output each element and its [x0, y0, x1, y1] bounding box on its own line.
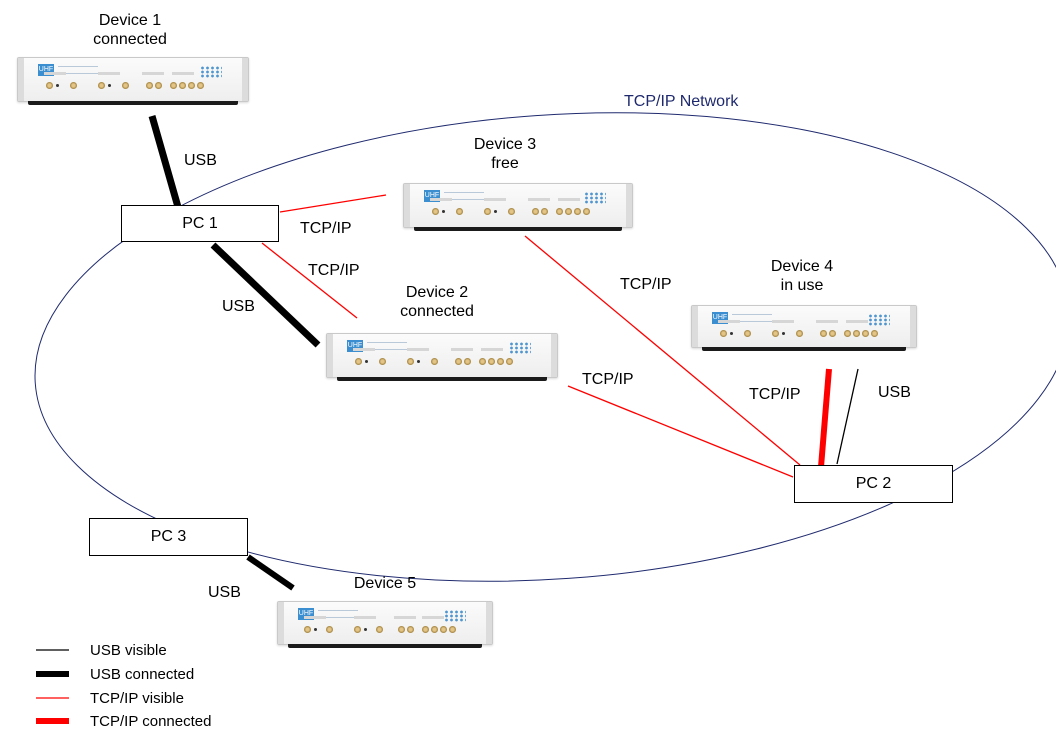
device-4-logo-icon: [868, 314, 890, 326]
device-3-instrument: UHF: [403, 183, 633, 231]
network-label: TCP/IP Network: [624, 93, 739, 110]
device-4-state: in use: [780, 277, 824, 294]
device-3-caption: Device 3 free: [455, 135, 555, 173]
device-1-state: connected: [93, 31, 167, 48]
link-pc3-device5-usb: [246, 554, 295, 591]
device-3-logo-icon: [584, 192, 606, 204]
link-device1-pc1-usb: [148, 115, 182, 208]
legend-label-tcpip-visible: TCP/IP visible: [90, 690, 184, 707]
device-5-name: Device 5: [353, 575, 417, 592]
device-2-name: Device 2: [405, 284, 469, 301]
device-4-name: Device 4: [770, 258, 834, 275]
device-2-state: connected: [400, 303, 474, 320]
device-2-logo-icon: [509, 342, 531, 354]
link-device2-pc2-tcpip: [567, 385, 794, 478]
link-label-device3-pc2: TCP/IP: [620, 276, 672, 293]
device-3-state: free: [491, 155, 519, 172]
device-4-instrument: UHF: [691, 305, 917, 351]
link-pc1-device2-tcpip: [261, 242, 358, 319]
device-5-caption: Device 5: [335, 574, 435, 593]
link-pc1-device2-usb: [210, 242, 321, 348]
device-2-caption: Device 2 connected: [377, 283, 497, 321]
link-label-device4-pc2-tcpip: TCP/IP: [749, 386, 801, 403]
link-device4-pc2-usb: [836, 368, 859, 465]
pc-3-label: PC 3: [150, 528, 187, 545]
link-label-device4-pc2-usb: USB: [878, 384, 911, 401]
link-label-device2-pc2: TCP/IP: [582, 371, 634, 388]
pc-2-box: PC 2: [794, 465, 953, 503]
device-1-instrument: UHF: [17, 57, 249, 105]
device-5-logo-icon: [444, 610, 466, 622]
link-pc1-device3-tcpip: [279, 194, 387, 213]
device-4-caption: Device 4 in use: [752, 257, 852, 295]
legend-label-usb-visible: USB visible: [90, 642, 167, 659]
pc-3-box: PC 3: [89, 518, 248, 556]
pc-2-label: PC 2: [855, 475, 892, 492]
link-label-device1-pc1: USB: [184, 152, 217, 169]
link-label-pc1-device3: TCP/IP: [300, 220, 352, 237]
link-label-pc3-device5: USB: [208, 584, 241, 601]
device-2-instrument: UHF: [326, 333, 558, 381]
link-label-pc1-device2-tcpip: TCP/IP: [308, 262, 360, 279]
device-1-name: Device 1: [98, 12, 162, 29]
legend-label-usb-connected: USB connected: [90, 666, 195, 683]
device-1-caption: Device 1 connected: [80, 11, 180, 49]
pc-1-label: PC 1: [182, 214, 218, 232]
link-label-pc1-device2-usb: USB: [222, 298, 255, 315]
link-device3-pc2-tcpip: [524, 235, 801, 466]
tcpip-network-ellipse: [34, 112, 1056, 582]
device-3-name: Device 3: [473, 136, 537, 153]
pc-1-box: PC 1: [121, 205, 279, 242]
device-5-instrument: UHF: [277, 601, 493, 648]
link-device4-pc2-tcpip: [818, 368, 832, 468]
legend-label-tcpip-connected: TCP/IP connected: [90, 713, 212, 730]
device-1-logo-icon: [200, 66, 222, 78]
